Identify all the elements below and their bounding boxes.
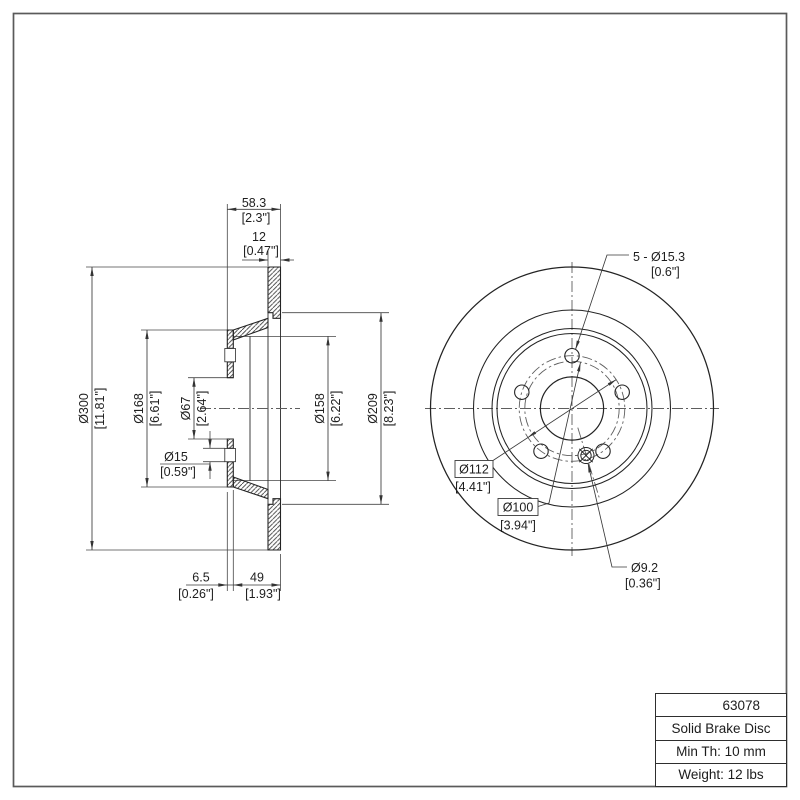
screw-circle-centerline [524,360,620,457]
dim-bolt-holes-in: [0.6"] [651,265,680,279]
dim-friction-inner-diameter-in: [8.23"] [382,391,396,427]
set-screw-cross [578,448,594,463]
dim-hat-diameter-mm: Ø168 [132,393,146,424]
screw-circle-label-box [497,498,539,516]
center-bore-circle [539,376,605,441]
dim-disc-thickness-in: [0.47"] [243,244,279,258]
dim-screw-circle-in: [3.94"] [500,519,536,533]
dim-outer-diameter-mm: Ø300 [77,393,91,424]
friction-ring-bottom-section [267,498,282,551]
dim-face-thickness-in: [0.26"] [178,587,214,601]
set-screw-inner-circle [580,449,592,462]
dim-hat-inner-diameter-mm: Ø158 [313,393,327,424]
dim-hat-depth-in: [1.93"] [245,587,281,601]
stud-hole-section [224,348,236,363]
hat-face-section [226,361,234,379]
dim-bolt-circle-mm: Ø112 [459,463,489,477]
part-number: 63078 [722,697,760,713]
dim-center-bore-in: [2.64"] [195,391,209,427]
dim-bolt-circle-in: [4.41"] [455,480,491,494]
dim-hat-depth-mm: 49 [250,571,264,585]
dim-center-bore-mm: Ø67 [179,397,193,421]
dim-overall-width-mm: 58.3 [242,196,266,210]
weight: Weight: 12 lbs [656,762,786,786]
dim-set-screw-mm: Ø9.2 [631,561,658,575]
hat-inner-circle [496,332,648,485]
bolt-circle-label-box [454,460,494,478]
dim-bolt-holes-mm: 5 - Ø15.3 [633,250,685,264]
bolt-hole [614,384,630,400]
section-view: 58.3 [2.3"] 12 [0.47"] Ø300 [11.81"] Ø16… [77,196,396,601]
set-screw-hole [577,447,595,464]
hat-face-section [226,329,234,349]
set-screw-outer-circle [577,447,595,464]
hat-face-section [226,461,234,488]
dim-stud-hole-in: [0.59"] [160,465,196,479]
bolt-hole [514,384,530,400]
outer-diameter-circle [429,266,715,551]
dim-stud-hole-mm: Ø15 [164,450,188,464]
leader-lines [492,254,629,568]
dim-face-thickness-mm: 6.5 [192,571,209,585]
hat-face-section [226,438,234,449]
dim-overall-width-in: [2.3"] [242,211,271,225]
drawing-frame [12,12,788,788]
title-block: 63078 Solid Brake Disc Min Th: 10 mm Wei… [655,693,787,787]
set-screw-centerline [577,427,601,500]
dim-friction-inner-diameter-mm: Ø209 [366,393,380,424]
dim-screw-circle-mm: Ø100 [503,501,534,515]
bolt-holes [514,347,630,459]
bolt-circle-centerline [518,355,626,462]
front-view: 5 - Ø15.3 [0.6"] Ø112 [4.41"] Ø100 [3.94… [425,250,719,591]
hat-outer-circle [491,327,653,490]
dim-hat-diameter-in: [6.61"] [148,391,162,427]
bolt-hole [533,443,549,459]
dim-set-screw-in: [0.36"] [625,577,661,591]
disc-circles [429,266,715,551]
friction-ring-top-section [267,266,282,319]
bolt-hole [564,347,580,364]
dim-outer-diameter-in: [11.81"] [93,388,107,430]
part-description: Solid Brake Disc [656,716,786,739]
dim-hat-inner-diameter-in: [6.22"] [329,391,343,427]
dim-disc-thickness-mm: 12 [252,230,266,244]
bolt-hole [595,443,611,459]
friction-inner-circle [472,309,672,508]
min-thickness: Min Th: 10 mm [656,739,786,763]
stud-hole-section [224,448,236,463]
